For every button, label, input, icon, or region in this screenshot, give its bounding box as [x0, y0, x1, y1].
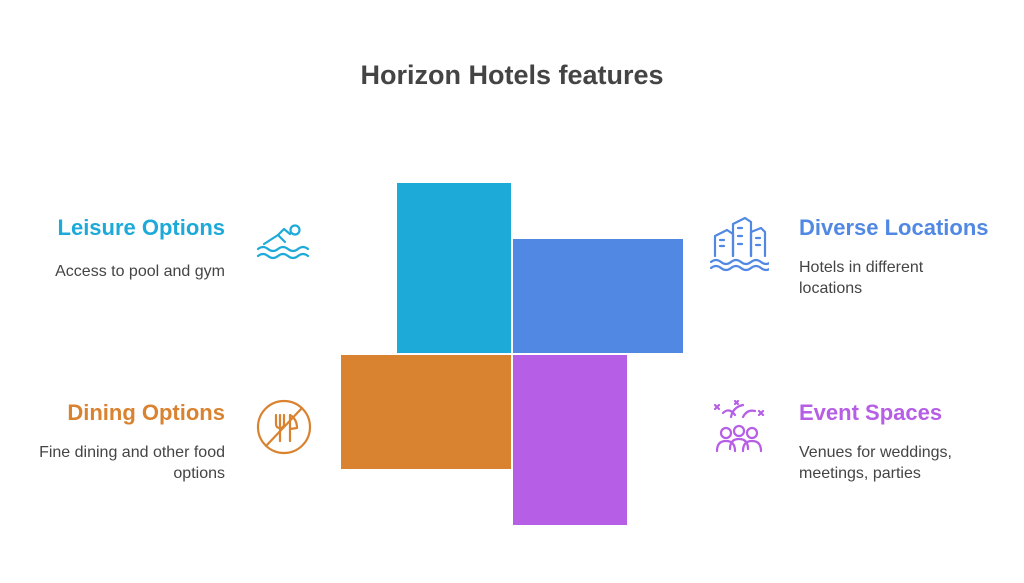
buildings-icon — [709, 212, 769, 272]
diverse-locations-description: Hotels in different locations — [799, 259, 924, 297]
event-spaces-title: Event Spaces — [799, 400, 943, 425]
fork-knife-icon — [254, 397, 314, 457]
leisure-description: Access to pool and gym — [55, 263, 225, 280]
diagram-title: Horizon Hotels features — [360, 60, 664, 90]
dining-title: Dining Options — [67, 400, 225, 425]
diverse-locations-block — [513, 239, 683, 353]
swimmer-icon — [254, 212, 314, 272]
event-spaces-description: Venues for weddings, meetings, parties — [799, 444, 952, 482]
diverse-locations-title: Diverse Locations — [799, 215, 989, 240]
event-spaces-block — [513, 355, 627, 525]
celebration-icon — [709, 397, 769, 457]
dining-description: Fine dining and other food options — [39, 444, 225, 482]
dining-block — [341, 355, 511, 469]
leisure-block — [397, 183, 511, 353]
leisure-title: Leisure Options — [57, 215, 225, 240]
